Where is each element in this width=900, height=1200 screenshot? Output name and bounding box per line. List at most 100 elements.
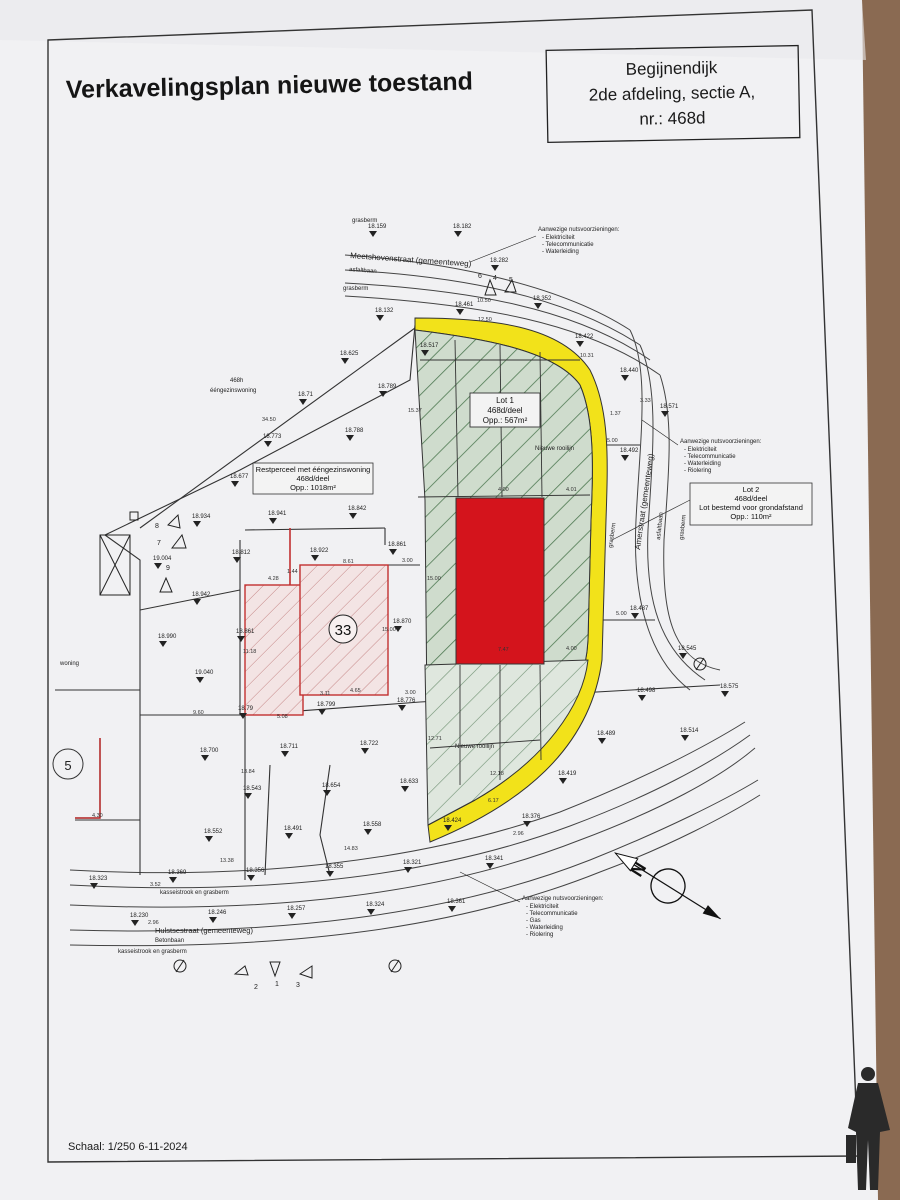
level-marker-icon: [269, 518, 277, 524]
level-marker-icon: [239, 713, 247, 719]
level-marker-icon: [444, 825, 452, 831]
lot2-title: Lot 2: [743, 485, 760, 494]
dimension-label: 12.50: [478, 317, 492, 323]
utility-item: - Waterleiding: [542, 249, 579, 255]
street-top-asphalt: asfaltbaan: [349, 267, 377, 275]
level-marker-icon: [346, 435, 354, 441]
level-marker-icon: [389, 549, 397, 555]
utilities-note-bottom: Aanwezige nutsvoorzieningen: - Elektrici…: [459, 871, 604, 938]
level-marker-icon: [398, 705, 406, 711]
street-top-grasberm: grasberm: [343, 286, 368, 292]
neighbour-parcel: 468h: [230, 378, 243, 384]
dimension-label: 2.96: [148, 920, 159, 926]
height-level-label: 18.159: [368, 224, 387, 230]
height-level-label: 18.942: [192, 592, 211, 598]
survey-point-number: 4: [493, 275, 497, 282]
level-marker-icon: [379, 391, 387, 397]
dimension-label: 9.60: [193, 710, 204, 716]
survey-point-number: 1: [275, 981, 279, 988]
dimension-label: 10.50: [477, 298, 491, 304]
height-level-label: 18.861: [236, 629, 255, 635]
height-level-label: 18.132: [375, 308, 394, 314]
scale-label: Schaal: 1/250 6-11-2024: [68, 1141, 188, 1153]
level-marker-icon: [131, 920, 139, 926]
dimension-label: 2.96: [513, 831, 524, 837]
height-level-label: 18.934: [192, 514, 211, 520]
dimension-label: 4.28: [268, 576, 279, 582]
height-level-label: 18.990: [158, 634, 177, 640]
level-marker-icon: [231, 481, 239, 487]
dimension-label: 4.30: [92, 813, 103, 819]
utility-item: - Telecommunicatie: [526, 911, 578, 917]
height-level-label: 19.004: [153, 556, 172, 562]
height-level-label: 18.711: [280, 744, 299, 750]
height-level-label: 18.491: [284, 826, 303, 832]
level-marker-icon: [341, 358, 349, 364]
height-level-label: 18.517: [420, 343, 439, 349]
restperceel-title: Restperceel met ééngezinswoning: [256, 465, 371, 474]
dimension-label: 3.33: [640, 398, 651, 404]
level-marker-icon: [448, 906, 456, 912]
street-right-grasberm: grasberm: [608, 522, 617, 548]
parcel-boundaries: [55, 324, 721, 880]
level-marker-icon: [404, 867, 412, 873]
level-marker-icon: [318, 709, 326, 715]
dimension-label: 10.31: [580, 353, 594, 359]
svg-text:Aanwezige nutsvoorzieningen:: Aanwezige nutsvoorzieningen:: [680, 439, 762, 445]
svg-text:Aanwezige nutsvoorzieningen:: Aanwezige nutsvoorzieningen:: [522, 896, 604, 902]
survey-point-number: 9: [166, 565, 170, 572]
dimension-label: 5.00: [607, 438, 618, 444]
dimension-label: 13.84: [241, 769, 255, 775]
lot2-id: 468d/deel: [735, 494, 768, 503]
level-marker-icon: [523, 821, 531, 827]
height-level-label: 18.722: [360, 741, 379, 747]
dimension-label: 7.47: [498, 647, 509, 653]
svg-text:5: 5: [64, 758, 71, 773]
dimension-label: 4.01: [566, 487, 577, 493]
survey-point-number: 6: [478, 273, 482, 280]
height-level-label: 19.040: [195, 670, 214, 676]
height-level-label: 18.79: [238, 706, 254, 712]
dimension-label: 4.00: [566, 646, 577, 652]
level-marker-icon: [90, 883, 98, 889]
svg-text:Aanwezige nutsvoorzieningen:: Aanwezige nutsvoorzieningen:: [538, 227, 620, 233]
level-marker-icon: [638, 695, 646, 701]
dimension-label: 12.71: [428, 736, 442, 742]
height-level-label: 18.861: [388, 542, 407, 548]
dimension-label: 12.18: [490, 771, 504, 777]
neighbour-label: ééngezinswoning: [210, 388, 256, 394]
house-number-circle: [328, 614, 358, 644]
dimension-label: 5.08: [277, 714, 288, 720]
level-marker-icon: [237, 636, 245, 642]
dimension-label: 34.50: [262, 417, 276, 423]
level-marker-icon: [491, 265, 499, 271]
level-marker-icon: [454, 231, 462, 237]
height-level-label: 18.324: [366, 902, 385, 908]
height-level-label: 18.514: [680, 728, 699, 734]
dimension-label: 3.00: [402, 558, 413, 564]
dimension-label: 11.18: [243, 649, 256, 655]
utility-item: - Telecommunicatie: [542, 242, 594, 248]
level-marker-icon: [323, 790, 331, 796]
level-marker-icon: [361, 748, 369, 754]
dimension-label: 15.00: [382, 627, 396, 633]
height-level-label: 18.700: [200, 748, 219, 754]
height-level-label: 18.941: [268, 511, 287, 517]
lot1-title: Lot 1: [496, 396, 514, 405]
height-level-label: 18.422: [575, 334, 594, 340]
level-marker-icon: [233, 557, 241, 563]
dimension-label: 15.00: [427, 576, 441, 582]
height-level-label: 18.625: [340, 351, 359, 357]
height-level-label: 18.341: [485, 856, 504, 862]
dimension-label: 13.38: [220, 858, 234, 864]
level-marker-icon: [159, 641, 167, 647]
height-level-label: 18.571: [660, 404, 679, 410]
level-marker-icon: [661, 411, 669, 417]
level-marker-icon: [534, 303, 542, 309]
utility-item: - Elektriciteit: [526, 904, 559, 910]
survey-point-number: 8: [155, 523, 159, 530]
survey-point-number: 5: [509, 277, 513, 284]
utility-item: - Gas: [526, 918, 541, 924]
height-level-label: 18.922: [310, 548, 329, 554]
